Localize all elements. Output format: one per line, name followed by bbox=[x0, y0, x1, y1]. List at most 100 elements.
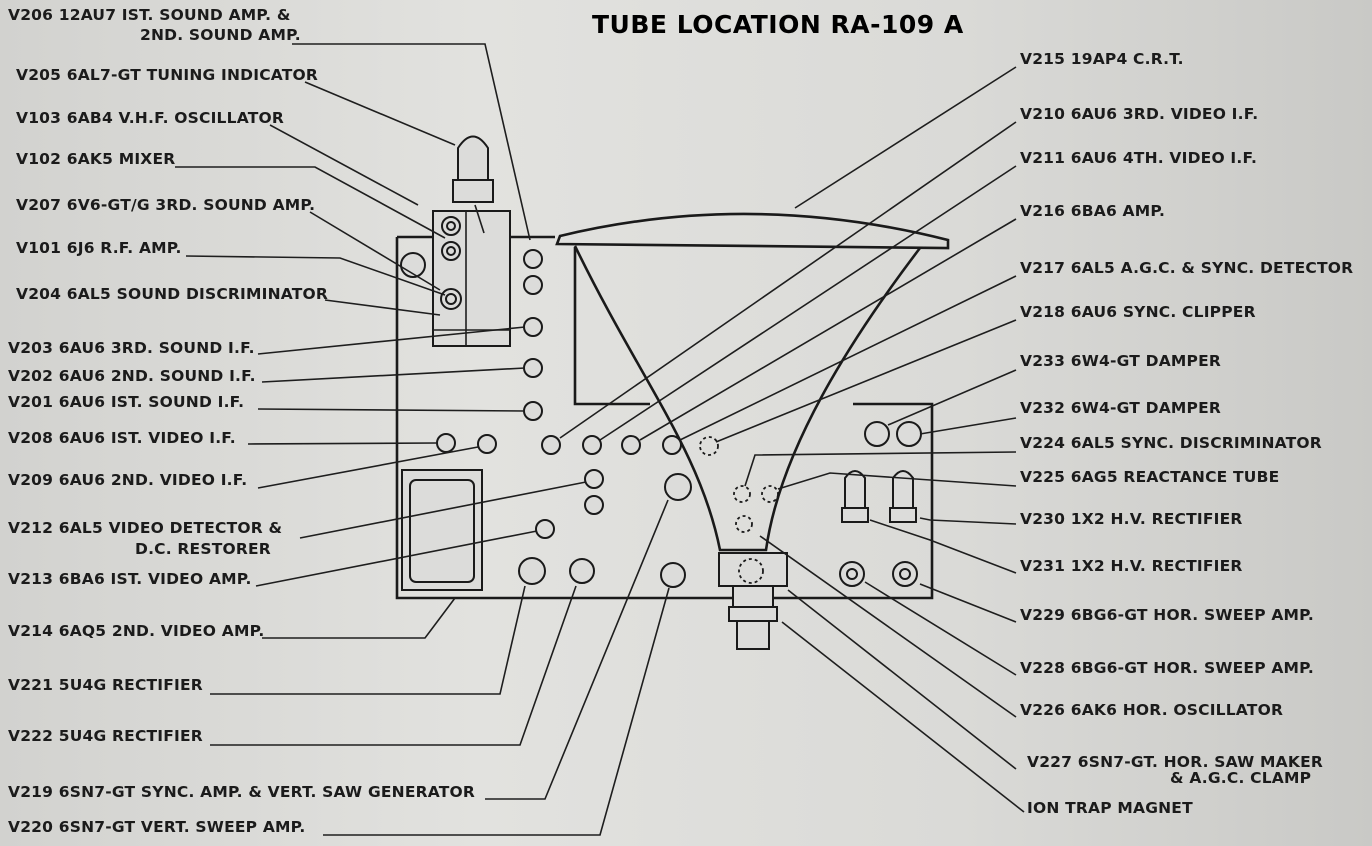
tube-socket bbox=[584, 495, 604, 515]
leader-line bbox=[257, 408, 526, 412]
left-tube-label: V219 6SN7-GT SYNC. AMP. & VERT. SAW GENE… bbox=[8, 783, 475, 801]
left-tube-label: V101 6J6 R.F. AMP. bbox=[16, 239, 182, 257]
leader-line bbox=[262, 597, 456, 639]
left-tube-label: V208 6AU6 IST. VIDEO I.F. bbox=[8, 429, 236, 447]
left-tube-label: V203 6AU6 3RD. SOUND I.F. bbox=[8, 339, 255, 357]
hidden-tube-socket bbox=[699, 436, 719, 456]
tube-socket bbox=[535, 519, 555, 539]
leader-line bbox=[639, 218, 1017, 441]
leader-line bbox=[324, 299, 441, 316]
tube-socket bbox=[582, 435, 602, 455]
right-label-column: V215 19AP4 C.R.T. V210 6AU6 3RD. VIDEO I.… bbox=[1020, 50, 1353, 817]
tube-socket bbox=[436, 433, 456, 453]
left-tube-label: V202 6AU6 2ND. SOUND I.F. bbox=[8, 367, 256, 385]
leader-line bbox=[485, 499, 669, 800]
leader-line bbox=[794, 66, 1017, 209]
tube-socket bbox=[664, 473, 692, 501]
tube-socket bbox=[621, 435, 641, 455]
leader-line bbox=[715, 319, 1017, 443]
tube-socket bbox=[477, 434, 497, 454]
leader-line bbox=[210, 585, 577, 746]
right-tube-label: V211 6AU6 4TH. VIDEO I.F. bbox=[1020, 149, 1257, 167]
left-tube-label: V212 6AL5 VIDEO DETECTOR & bbox=[8, 519, 282, 537]
right-tube-label: V228 6BG6-GT HOR. SWEEP AMP. bbox=[1020, 659, 1314, 677]
tube-socket bbox=[523, 317, 543, 337]
leader-line bbox=[887, 369, 1017, 426]
right-tube-label: V218 6AU6 SYNC. CLIPPER bbox=[1020, 303, 1256, 321]
tube-sockets bbox=[400, 249, 922, 588]
leader-line bbox=[309, 211, 441, 291]
tube-socket bbox=[662, 435, 682, 455]
leader-line bbox=[257, 326, 526, 355]
leader-line bbox=[175, 166, 446, 239]
tube-socket-center bbox=[899, 568, 911, 580]
right-tube-label: V227 6SN7-GT. HOR. SAW MAKER bbox=[1027, 753, 1323, 771]
right-tube-label: V229 6BG6-GT HOR. SWEEP AMP. bbox=[1020, 606, 1314, 624]
leader-line bbox=[744, 451, 1017, 487]
video-subchassis bbox=[401, 469, 483, 591]
right-tube-label: V225 6AG5 REACTANCE TUBE bbox=[1020, 468, 1279, 486]
tube-socket bbox=[523, 249, 543, 269]
leader-line bbox=[781, 621, 1025, 813]
right-tube-label: V224 6AL5 SYNC. DISCRIMINATOR bbox=[1020, 434, 1322, 452]
left-tube-label: V213 6BA6 IST. VIDEO AMP. bbox=[8, 570, 252, 588]
tuner-assembly bbox=[432, 204, 511, 347]
leader-lines bbox=[175, 43, 1025, 836]
diagram-title: TUBE LOCATION RA-109 A bbox=[592, 10, 964, 39]
right-tube-label: V230 1X2 H.V. RECTIFIER bbox=[1020, 510, 1243, 528]
leader-line bbox=[304, 81, 456, 146]
leader-line bbox=[919, 583, 1017, 623]
leader-line bbox=[919, 417, 1017, 435]
leader-line bbox=[247, 442, 438, 445]
tube-socket bbox=[518, 557, 546, 585]
right-tube-label: V217 6AL5 A.G.C. & SYNC. DETECTOR bbox=[1020, 259, 1353, 277]
left-tube-label: V221 5U4G RECTIFIER bbox=[8, 676, 203, 694]
right-tube-label: V216 6BA6 AMP. bbox=[1020, 202, 1165, 220]
hv-rectifier-tube bbox=[841, 470, 869, 523]
left-tube-label: V205 6AL7-GT TUNING INDICATOR bbox=[16, 66, 318, 84]
right-tube-label: V232 6W4-GT DAMPER bbox=[1020, 399, 1221, 417]
left-tube-label: V214 6AQ5 2ND. VIDEO AMP. bbox=[8, 622, 264, 640]
left-tube-label: V102 6AK5 MIXER bbox=[16, 150, 175, 168]
right-tube-label: V231 1X2 H.V. RECTIFIER bbox=[1020, 557, 1243, 575]
left-tube-label: V103 6AB4 V.H.F. OSCILLATOR bbox=[16, 109, 284, 127]
leader-line bbox=[210, 585, 526, 695]
hidden-tube-socket bbox=[735, 515, 753, 533]
leader-line bbox=[919, 517, 1017, 525]
hv-rectifier-tube bbox=[889, 470, 917, 523]
leader-line bbox=[323, 587, 670, 836]
leader-line bbox=[299, 481, 587, 539]
right-tube-label-continuation: & A.G.C. CLAMP bbox=[1170, 769, 1311, 787]
hidden-tube-socket bbox=[761, 485, 779, 503]
leader-line bbox=[679, 275, 1017, 441]
leader-line bbox=[787, 589, 1017, 770]
tube-socket bbox=[523, 275, 543, 295]
left-tube-label-continuation: D.C. RESTORER bbox=[135, 540, 271, 558]
left-label-column: V206 12AU7 IST. SOUND AMP. &2ND. SOUND A… bbox=[8, 6, 475, 836]
tube-socket bbox=[523, 401, 543, 421]
leader-line bbox=[777, 472, 1017, 490]
hidden-tube-socket bbox=[733, 485, 751, 503]
tube-socket bbox=[896, 421, 922, 447]
tube-socket bbox=[523, 358, 543, 378]
right-tube-label: V215 19AP4 C.R.T. bbox=[1020, 50, 1184, 68]
tube-socket bbox=[864, 421, 890, 447]
tube-socket bbox=[584, 469, 604, 489]
right-tube-label: V210 6AU6 3RD. VIDEO I.F. bbox=[1020, 105, 1258, 123]
left-tube-label-continuation: 2ND. SOUND AMP. bbox=[140, 26, 301, 44]
tube-socket bbox=[541, 435, 561, 455]
crt-bracket bbox=[573, 247, 650, 406]
leader-line bbox=[559, 121, 1017, 439]
left-tube-label: V204 6AL5 SOUND DISCRIMINATOR bbox=[16, 285, 328, 303]
tube-socket bbox=[660, 562, 686, 588]
left-tube-label: V207 6V6-GT/G 3RD. SOUND AMP. bbox=[16, 196, 315, 214]
leader-line bbox=[261, 367, 526, 383]
leader-line bbox=[292, 43, 531, 241]
left-tube-label: V222 5U4G RECTIFIER bbox=[8, 727, 203, 745]
leader-line bbox=[759, 535, 1017, 718]
leader-line bbox=[257, 446, 479, 489]
left-tube-label: V201 6AU6 IST. SOUND I.F. bbox=[8, 393, 244, 411]
leader-line bbox=[599, 165, 1017, 441]
